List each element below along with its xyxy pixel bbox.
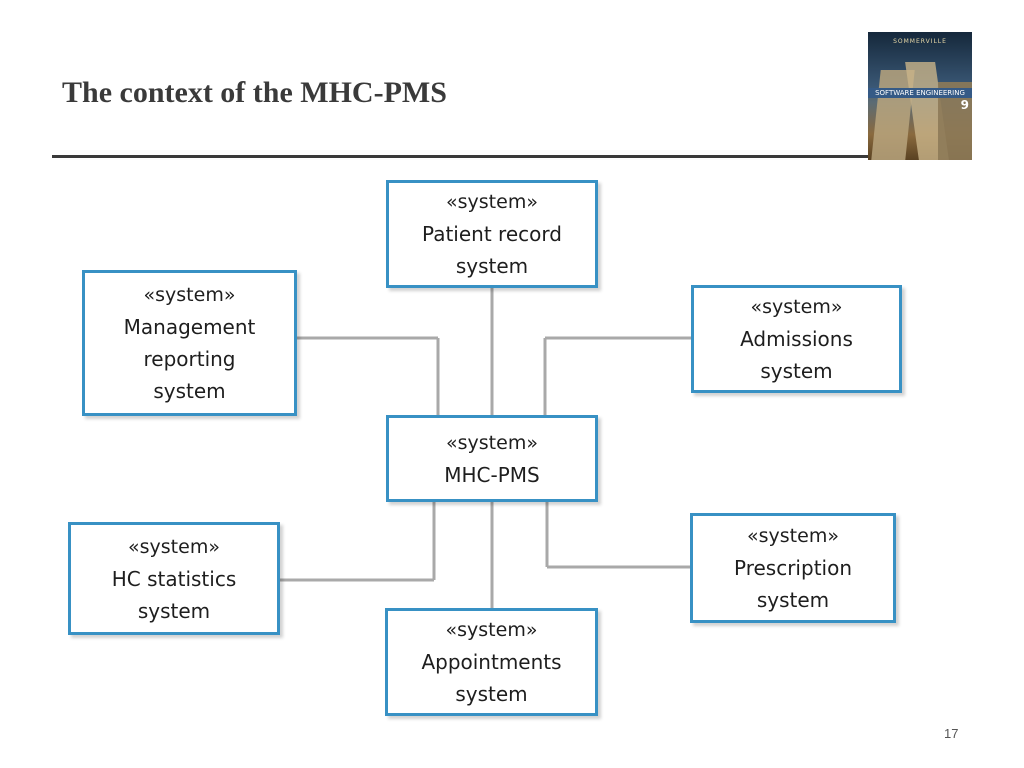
stereotype-label: «system» — [445, 619, 538, 641]
system-box-prescription: «system» Prescription system — [690, 513, 896, 623]
system-name-line: Patient record — [422, 222, 562, 246]
system-box-hc-statistics: «system» HC statistics system — [68, 522, 280, 635]
system-name-line: Admissions — [740, 327, 853, 351]
page-number: 17 — [944, 726, 959, 741]
system-name-line: Prescription — [734, 556, 852, 580]
system-box-mhc-pms: «system» MHC-PMS — [386, 415, 598, 502]
stereotype-label: «system» — [750, 296, 843, 318]
slide-title: The context of the MHC-PMS — [62, 76, 447, 109]
system-name-line: Management — [123, 315, 256, 339]
cover-title: SOFTWARE ENGINEERING — [868, 88, 972, 98]
title-divider — [52, 155, 872, 158]
system-name-line: HC statistics — [111, 566, 237, 591]
system-name-line: reporting — [143, 347, 236, 371]
cover-author: SOMMERVILLE — [893, 38, 947, 45]
cover-edition: 9 — [960, 98, 969, 112]
system-box-appointments: «system» Appointments system — [385, 608, 598, 716]
system-name-line: system — [153, 379, 226, 403]
stereotype-label: «system» — [446, 431, 538, 454]
system-box-patient-record: «system» Patient record system — [386, 180, 598, 288]
system-name-line: MHC-PMS — [444, 462, 540, 487]
system-name-line: Appointments — [421, 650, 562, 674]
book-cover-image: SOMMERVILLE SOFTWARE ENGINEERING 9 — [868, 32, 972, 160]
system-name-line: system — [760, 359, 833, 383]
system-name-line: system — [455, 254, 529, 278]
stereotype-label: «system» — [446, 191, 538, 213]
system-name-line: system — [756, 588, 830, 612]
stereotype-label: «system» — [747, 525, 839, 547]
system-box-admissions: «system» Admissions system — [691, 285, 902, 393]
system-name-line: system — [137, 598, 211, 623]
system-box-management-reporting: «system» Management reporting system — [82, 270, 297, 416]
stereotype-label: «system» — [143, 284, 236, 306]
stereotype-label: «system» — [128, 535, 220, 558]
system-name-line: system — [455, 682, 528, 706]
